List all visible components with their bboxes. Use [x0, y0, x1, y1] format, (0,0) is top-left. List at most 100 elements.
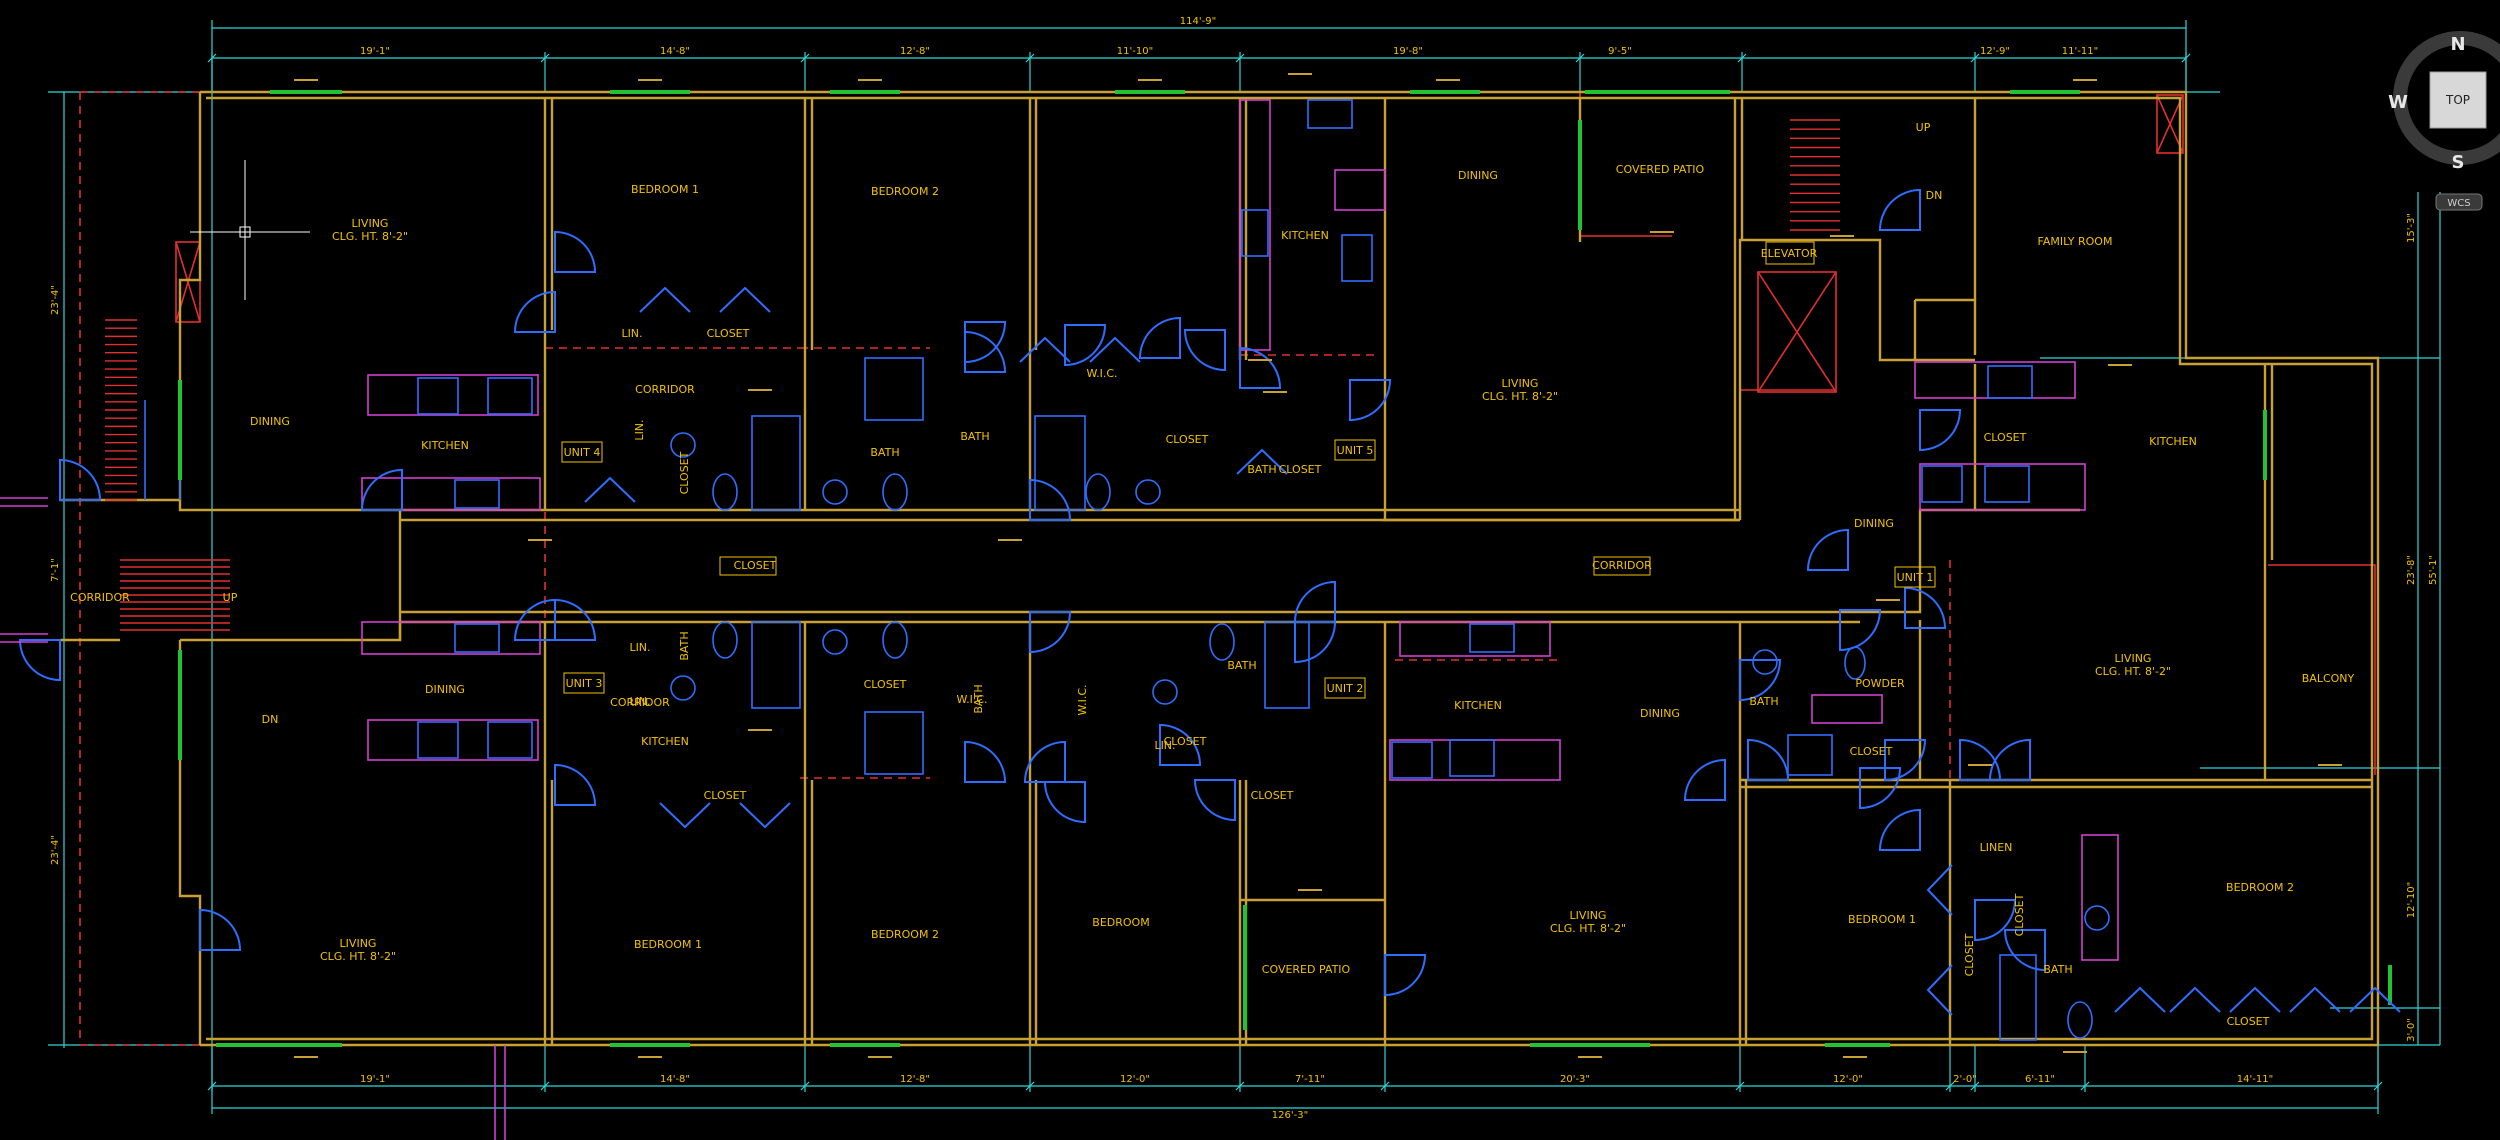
- room-label: BATH: [870, 446, 899, 459]
- room-label: DN: [1926, 189, 1943, 202]
- room-label: CORRIDOR: [610, 696, 670, 709]
- room-label: BATH: [678, 631, 691, 660]
- dimension-label: 14'-8": [660, 46, 690, 57]
- unit-tag-box: [1324, 677, 1366, 699]
- room-label: KITCHEN: [1281, 229, 1329, 242]
- unit-tag-box: [563, 672, 605, 694]
- room-label: CLOSET: [1984, 431, 2027, 444]
- windows: [178, 90, 2392, 1047]
- viewcube-top-label[interactable]: TOP: [2445, 93, 2470, 107]
- unit-tag: UNIT 2: [1327, 682, 1364, 695]
- dimension-label: 12'-8": [900, 46, 930, 57]
- dimension-label: 23'-4": [50, 285, 61, 315]
- room-label: KITCHEN: [2149, 435, 2197, 448]
- room-label: BATH: [1247, 463, 1276, 476]
- viewcube-south[interactable]: S: [2452, 152, 2465, 173]
- room-label: CLOSET: [864, 678, 907, 691]
- room-label: LIN.: [629, 695, 650, 708]
- window-door-tags: [294, 73, 2342, 1058]
- wcs-label[interactable]: WCS: [2447, 198, 2470, 209]
- room-label: BEDROOM: [1092, 916, 1149, 929]
- room-label: DINING: [1458, 169, 1498, 182]
- room-label: CLOSET: [1850, 745, 1893, 758]
- unit-tag: UNIT 3: [566, 677, 603, 690]
- viewcube-top-face[interactable]: [2429, 71, 2487, 129]
- wcs-menu[interactable]: [2435, 193, 2483, 211]
- room-label: BATH: [1749, 695, 1778, 708]
- dimension-label: 11'-10": [1117, 46, 1153, 57]
- dimension-label: 12'-0": [1833, 1074, 1863, 1085]
- room-label: LIN.: [1154, 739, 1175, 752]
- room-label: CLOSET: [707, 327, 750, 340]
- room-label: CLOSET: [704, 789, 747, 802]
- dimension-label: 14'-8": [660, 1074, 690, 1085]
- dimension-text: 114'-9"19'-1"14'-8"12'-8"11'-10"19'-8"9'…: [50, 16, 2439, 1121]
- dimension-label: 2'-0": [1953, 1074, 1977, 1085]
- fixtures: [361, 99, 2119, 1041]
- viewcube[interactable]: TOP N S W WCS: [2388, 31, 2500, 211]
- room-label: DINING: [425, 683, 465, 696]
- room-label: BALCONY: [2302, 672, 2355, 685]
- dimension-label: 3'-0": [2406, 1018, 2417, 1042]
- room-label: BEDROOM 1: [1848, 913, 1916, 926]
- room-label: W.I.C.: [1086, 367, 1117, 380]
- dimension-label: 14'-11": [2237, 1074, 2273, 1085]
- room-label: BATH: [2043, 963, 2072, 976]
- dimension-label: 7'-1": [50, 558, 61, 582]
- room-label: LIN.: [629, 641, 650, 654]
- room-label: DN: [262, 713, 279, 726]
- room-label: KITCHEN: [641, 735, 689, 748]
- red-boundaries: [79, 91, 2376, 1046]
- room-label: LIN.: [633, 419, 646, 440]
- dimension-label: 126'-3": [1272, 1110, 1308, 1121]
- room-label: CLOSET: [678, 451, 691, 494]
- dimension-label: 12'-10": [2406, 882, 2417, 918]
- dimension-label: 23'-4": [50, 835, 61, 865]
- room-label: COVERED PATIO: [1616, 163, 1705, 176]
- dimension-label: 12'-9": [1980, 46, 2010, 57]
- room-label: CORRIDOR: [1592, 559, 1652, 572]
- dimension-label: 19'-1": [360, 1074, 390, 1085]
- viewcube-west[interactable]: W: [2388, 92, 2408, 113]
- dimension-label: 19'-8": [1393, 46, 1423, 57]
- room-label: CLOSET: [1164, 735, 1207, 748]
- room-label: COVERED PATIO: [1262, 963, 1351, 976]
- unit-tag: UNIT 1: [1897, 571, 1934, 584]
- dimension-label: 12'-0": [1120, 1074, 1150, 1085]
- room-label: POWDER: [1855, 677, 1905, 690]
- room-label: KITCHEN: [1454, 699, 1502, 712]
- dimension-label: 114'-9": [1180, 16, 1216, 27]
- room-label: CLOSET: [1166, 433, 1209, 446]
- doors: [18, 188, 2046, 997]
- room-label: DINING: [1854, 517, 1894, 530]
- room-label: LINEN: [1980, 841, 2013, 854]
- room-label: CLOSET: [2013, 893, 2026, 936]
- room-label: CLOSET: [1251, 789, 1294, 802]
- room-label: DINING: [250, 415, 290, 428]
- room-label: BEDROOM 1: [631, 183, 699, 196]
- room-label: BEDROOM 2: [871, 928, 939, 941]
- room-label: BATH: [960, 430, 989, 443]
- room-label: BEDROOM 2: [871, 185, 939, 198]
- unit-tag: UNIT 5: [1337, 444, 1374, 457]
- dimension-label: 20'-3": [1560, 1074, 1590, 1085]
- viewcube-north[interactable]: N: [2450, 34, 2465, 55]
- room-label: CLOSET: [2227, 1015, 2270, 1028]
- unit-tag-box: [1334, 439, 1376, 461]
- dimension-label: 15'-3": [2406, 213, 2417, 243]
- room-label: FAMILY ROOM: [2038, 235, 2113, 248]
- crosshair-cursor: [190, 160, 310, 300]
- dimension-label: 12'-8": [900, 1074, 930, 1085]
- room-label: UP: [223, 591, 238, 604]
- dimension-label: 7'-11": [1295, 1074, 1325, 1085]
- room-label: CLOSET: [1279, 463, 1322, 476]
- room-label: BEDROOM 2: [2226, 881, 2294, 894]
